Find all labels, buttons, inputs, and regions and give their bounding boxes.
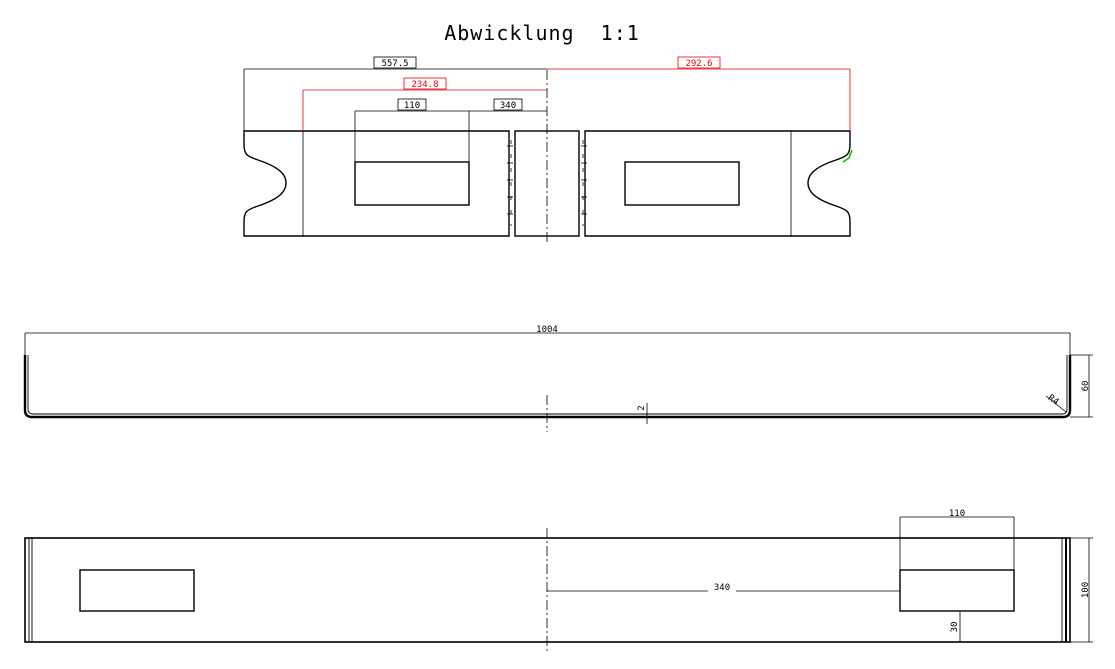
dim-edge-offset: 30 xyxy=(950,622,960,633)
flat-dim-labels: 557.5 292.6 234.8 110 340 xyxy=(373,56,721,111)
dim-right-red: 292.6 xyxy=(685,59,712,69)
top-right-cutout xyxy=(899,569,1015,612)
dim-width: 100 xyxy=(1081,582,1091,598)
dim-overall-left: 557.5 xyxy=(381,59,408,69)
top-dim-lines xyxy=(547,516,1093,643)
flat-left-segment xyxy=(243,130,510,237)
dim-top-hole-width: 110 xyxy=(949,509,965,519)
flat-dim-lines-black xyxy=(243,68,547,162)
flat-relief-ticks xyxy=(507,140,587,226)
side-profile-outer xyxy=(23,355,1072,419)
dim-hole-offset: 340 xyxy=(500,101,516,111)
dim-length: 1004 xyxy=(536,325,558,335)
dim-height: 60 xyxy=(1081,381,1091,392)
dim-thickness: 2 xyxy=(637,405,647,410)
side-profile-inner xyxy=(27,355,1068,415)
flat-marker xyxy=(842,149,853,163)
side-dim-lines xyxy=(24,332,1093,424)
top-outline xyxy=(24,537,1071,643)
top-left-cutout xyxy=(79,569,195,612)
flat-left-cutout xyxy=(354,161,470,206)
drawing-title: Abwicklung 1:1 xyxy=(444,21,640,45)
dim-hole-width: 110 xyxy=(404,101,420,111)
dim-left-red: 234.8 xyxy=(411,80,438,90)
flat-bend-lines xyxy=(302,131,792,236)
dim-top-hole-offset: 340 xyxy=(714,583,730,593)
flat-right-cutout xyxy=(624,161,740,206)
top-view: 110 340 100 30 xyxy=(24,509,1093,652)
top-flange-lines xyxy=(28,538,1067,642)
flat-right-segment xyxy=(584,130,851,237)
side-view: 1004 60 2 R4 xyxy=(23,325,1093,432)
flat-dim-lines-red xyxy=(302,68,851,131)
